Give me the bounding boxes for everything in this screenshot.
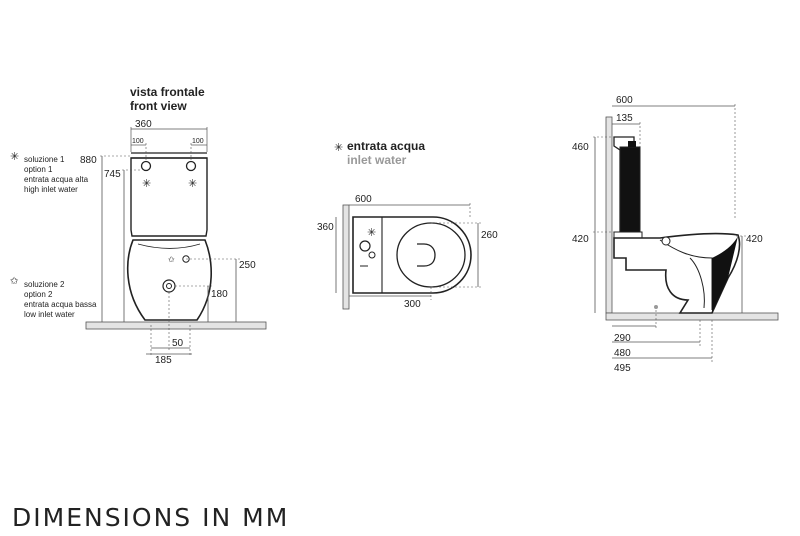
front-inlet-right-100: 100 (192, 138, 204, 145)
left-high-inlet-icon: ✳ (142, 178, 151, 190)
front-cistern (130, 157, 208, 237)
right-inlet-hole (185, 160, 197, 172)
side-floor-fixing-icon (654, 305, 658, 309)
legend-low-desc-en: low inlet water (24, 310, 75, 319)
side-tank-460: 460 (572, 142, 589, 153)
top-width-360: 360 (317, 222, 334, 233)
top-view: ✳ entrata acqua inlet water ✳ 600 360 26… (317, 139, 498, 310)
side-tank-offset-135: 135 (616, 113, 633, 124)
top-inlet-hole (359, 240, 371, 252)
top-wall-fitting-icon (368, 251, 376, 259)
front-outlet (162, 279, 176, 293)
front-height-880: 880 (80, 155, 97, 166)
side-dim-480: 480 (614, 348, 631, 359)
right-high-inlet-icon: ✳ (188, 178, 197, 190)
legend-high-title: soluzione 1 (24, 155, 65, 164)
side-floor (605, 312, 779, 321)
dimensions-caption: DIMENSIONS IN MM (12, 503, 289, 532)
legend-low-title: soluzione 2 (24, 280, 65, 289)
front-width-360: 360 (135, 119, 152, 130)
side-seat-420-left: 420 (572, 234, 589, 245)
legend-low-option: option 2 (24, 290, 53, 299)
side-cistern (619, 146, 641, 234)
inlet-legend: ✳ soluzione 1 option 1 entrata acqua alt… (10, 151, 97, 319)
front-offset-50: 50 (172, 338, 184, 349)
top-bowl-260: 260 (481, 230, 498, 241)
front-view-title-it: vista frontale (130, 85, 205, 99)
top-inlet-label-en: inlet water (347, 153, 407, 167)
side-dim-290: 290 (614, 333, 631, 344)
top-inlet-label-it: entrata acqua (347, 139, 425, 153)
top-wall (342, 204, 350, 310)
side-bowl (613, 232, 741, 314)
front-bottom-185: 185 (155, 355, 172, 366)
top-length-600: 600 (355, 194, 372, 205)
front-outlet-250: 250 (239, 260, 256, 271)
front-low-inlet-180: 180 (211, 289, 228, 300)
top-centre-300: 300 (404, 299, 421, 310)
front-low-inlet-icon: ✩ (168, 255, 175, 264)
legend-high-option: option 1 (24, 165, 53, 174)
left-inlet-hole (140, 160, 152, 172)
top-bowl (396, 222, 466, 288)
front-view-title-en: front view (130, 99, 187, 113)
front-height-745: 745 (104, 169, 121, 180)
legend-high-desc-it: entrata acqua alta (24, 175, 89, 184)
legend-high-desc-en: high inlet water (24, 185, 78, 194)
front-view: vista frontale front view ✳ ✳ ✩ 360 100 … (80, 85, 267, 366)
top-drain (417, 243, 436, 267)
top-inlet-icon: ✳ (334, 142, 343, 154)
high-inlet-icon: ✳ (10, 151, 19, 163)
top-inlet-marker-icon: ✳ (367, 227, 376, 239)
low-inlet-icon: ✩ (10, 276, 19, 287)
side-seat-420-right: 420 (746, 234, 763, 245)
front-floor (85, 321, 267, 330)
front-inlet-left-100: 100 (132, 138, 144, 145)
side-dim-495: 495 (614, 363, 631, 374)
side-view: 600 135 460 420 420 290 480 495 (572, 95, 779, 374)
side-wall (605, 116, 613, 314)
side-length-600: 600 (616, 95, 633, 106)
legend-low-desc-it: entrata acqua bassa (24, 300, 97, 309)
